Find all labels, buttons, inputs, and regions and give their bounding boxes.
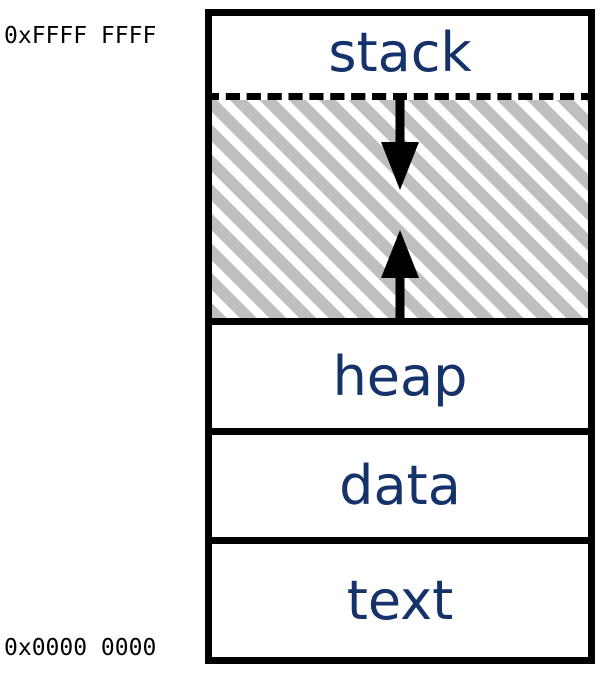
segment-free-space	[205, 93, 595, 327]
segment-stack-label: stack	[328, 20, 472, 84]
segment-heap-label: heap	[332, 344, 468, 408]
segment-data-label: data	[339, 454, 461, 517]
segment-heap: heap	[205, 318, 595, 435]
segment-data: data	[205, 428, 595, 544]
arrow-down-icon	[377, 98, 423, 190]
arrow-up-icon	[377, 230, 423, 322]
segment-text-label: text	[346, 568, 454, 632]
address-label-bottom: 0x0000 0000	[4, 635, 157, 661]
memory-column: stack heap data text	[205, 9, 595, 664]
segment-text: text	[205, 537, 595, 664]
address-label-top: 0xFFFF FFFF	[4, 23, 157, 49]
segment-stack: stack	[205, 9, 595, 100]
